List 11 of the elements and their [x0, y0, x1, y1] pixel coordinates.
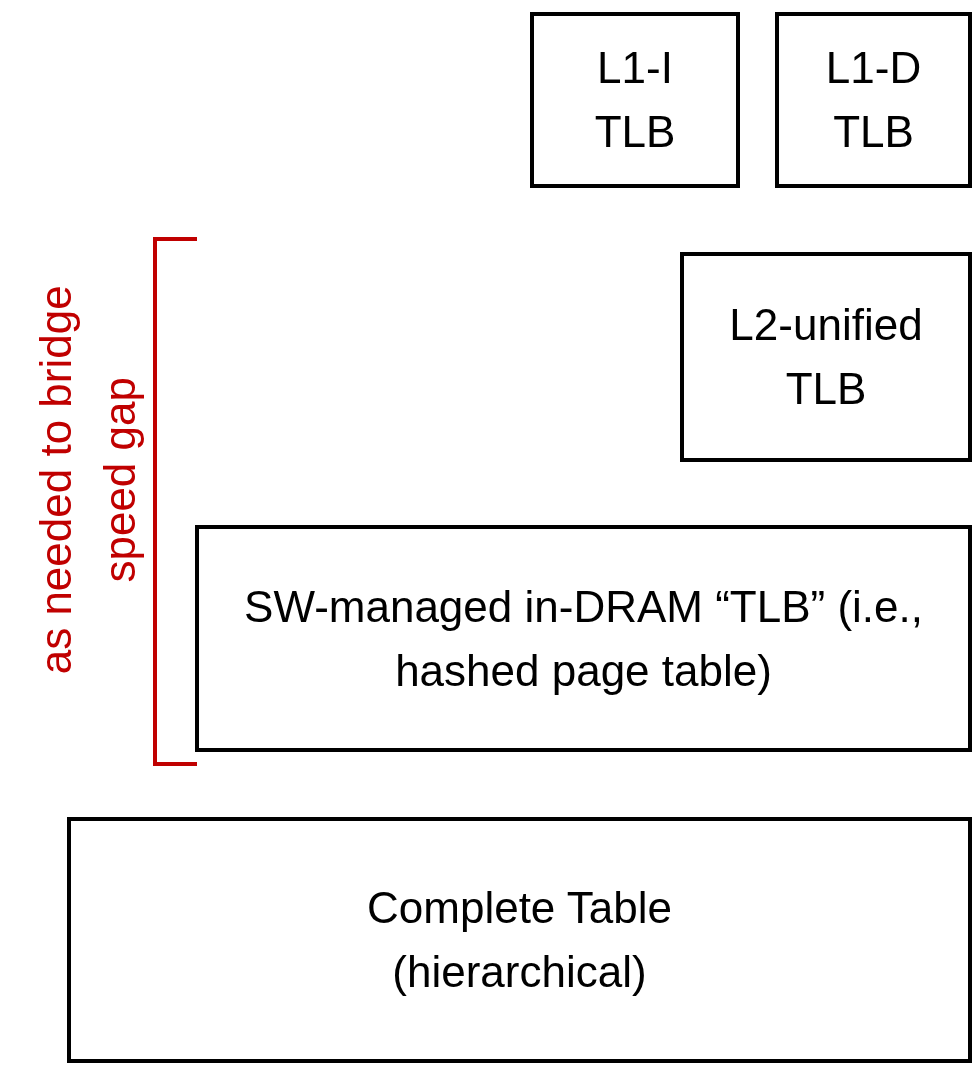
table-box [680, 252, 972, 462]
table-box [530, 12, 740, 188]
box-label: L2-unified TLB [728, 299, 924, 415]
table-box [195, 525, 972, 752]
box-label: SW-managed in-DRAM “TLB” (i.e., hashed page table) [243, 580, 924, 697]
bracket-note: as needed to bridge speed gap [30, 284, 145, 677]
table-box [67, 817, 972, 1063]
box-label: Complete Table (hierarchical) [366, 882, 673, 998]
box-label: L1-D TLB [824, 42, 923, 158]
table-box [775, 12, 972, 188]
box-label: L1-I TLB [593, 42, 677, 158]
